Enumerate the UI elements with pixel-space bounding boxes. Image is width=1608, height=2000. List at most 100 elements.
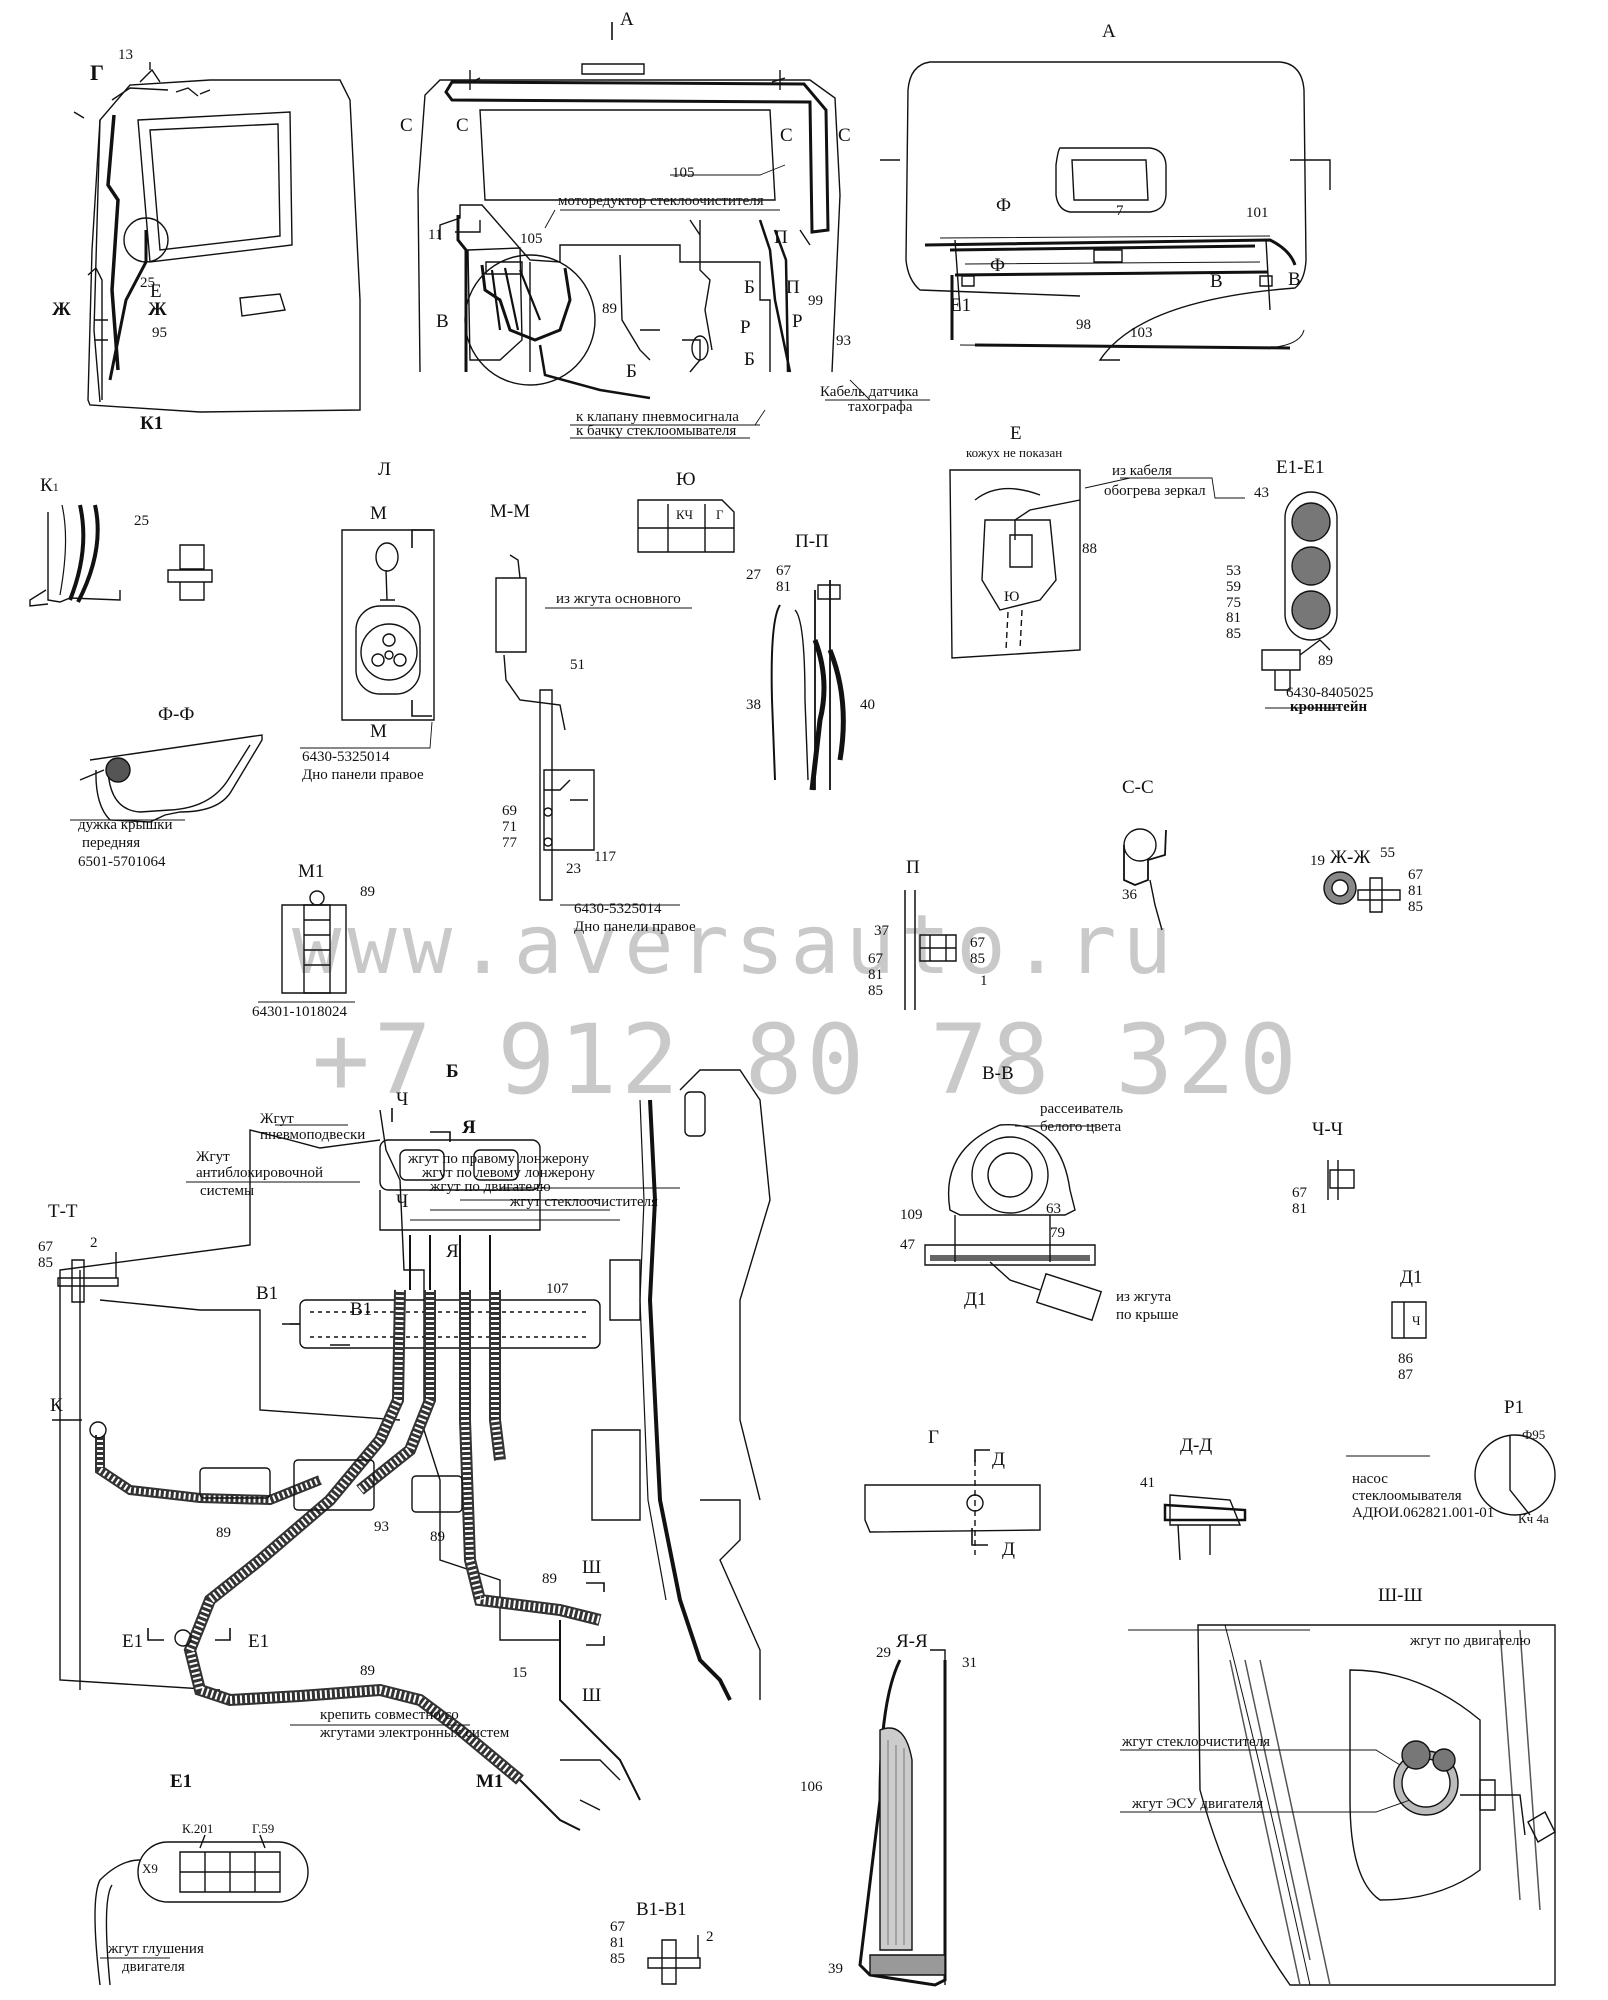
view-title-shsh: Ш-Ш <box>1378 1585 1423 1606</box>
marker-f2: Ф <box>990 255 1006 276</box>
marker-zh-left: Ж <box>52 299 71 320</box>
label-h-pneumo1: Жгут <box>260 1111 294 1127</box>
num-81c: 81 <box>1408 882 1423 899</box>
num-67c: 67 <box>868 951 883 967</box>
section-m1 <box>282 891 346 993</box>
num-99: 99 <box>808 293 823 309</box>
marker-r1: Р <box>740 317 751 338</box>
marker-p1: П <box>774 227 788 248</box>
num-89f: 89 <box>542 1571 557 1587</box>
section-vv <box>925 1125 1101 1321</box>
section-zhzh <box>1324 872 1400 912</box>
num-25a: 25 <box>140 275 155 291</box>
marker-v-rear2: В <box>1288 269 1301 290</box>
section-k1 <box>30 505 212 606</box>
marker-v1b: В1 <box>350 1299 373 1320</box>
marker-m-bottom: М <box>370 721 387 742</box>
marker-ya1: Я <box>462 1117 476 1138</box>
num-group-tt: 67 85 <box>38 1239 53 1272</box>
label-diffuser2: белого цвета <box>1040 1119 1122 1135</box>
view-title-yaya: Я-Я <box>896 1631 928 1652</box>
num-107: 107 <box>546 1281 569 1297</box>
label-lid2: передняя <box>82 835 141 851</box>
label-h-engine: жгут по двигателю <box>430 1179 551 1195</box>
marker-v-rear1: В <box>1210 271 1223 292</box>
num-67e: 67 <box>1292 1185 1307 1201</box>
view-title-e1b: Е1 <box>170 1771 193 1792</box>
num-53: 53 <box>1226 563 1241 579</box>
section-yaya <box>860 1650 945 1985</box>
num-group-e1e1: 53 59 75 81 85 <box>1226 563 1241 643</box>
section-cc <box>1124 829 1166 930</box>
marker-m1-main: М1 <box>476 1771 504 1792</box>
num-87: 87 <box>1398 1366 1413 1383</box>
num-85b: 85 <box>1408 898 1423 915</box>
num-19: 19 <box>1310 853 1325 869</box>
marker-v1a: В1 <box>256 1283 279 1304</box>
view-title-e1e1: Е1-Е1 <box>1276 457 1325 478</box>
num-75: 75 <box>1226 594 1241 611</box>
label-e1-g59: Г.59 <box>252 1821 275 1836</box>
num-89d: 89 <box>216 1525 231 1541</box>
num-93a: 93 <box>836 333 851 349</box>
num-85e: 85 <box>38 1254 53 1271</box>
num-109: 109 <box>900 1207 923 1223</box>
num-81f: 81 <box>610 1934 625 1951</box>
num-group-p-left: 67 81 85 <box>868 951 883 999</box>
section-tt <box>58 1252 118 1302</box>
num-1: 1 <box>980 973 988 989</box>
label-d1-ch: Ч <box>1412 1313 1421 1328</box>
label-sh-esu: жгут ЭСУ двигателя <box>1132 1796 1264 1812</box>
marker-c-right2: С <box>838 125 851 146</box>
num-93b: 93 <box>374 1519 389 1535</box>
section-chch <box>1328 1160 1354 1200</box>
num-group-zhzh: 67 81 85 <box>1408 867 1423 915</box>
num-89e: 89 <box>430 1529 445 1545</box>
label-e1-stop2: двигателя <box>122 1959 185 1975</box>
section-e1e1 <box>1262 492 1337 690</box>
marker-ch2: Ч <box>396 1191 409 1212</box>
watermark-url: www.aversauto.ru <box>292 898 1178 993</box>
num-88: 88 <box>1082 541 1097 557</box>
num-85c: 85 <box>868 982 883 999</box>
num-11: 11 <box>428 227 443 243</box>
label-lid-code: 6501-5701064 <box>78 854 166 870</box>
num-103: 103 <box>1130 325 1153 341</box>
num-39: 39 <box>828 1961 843 1977</box>
num-43: 43 <box>1254 485 1269 501</box>
label-lid1: дужка крышки <box>78 817 173 833</box>
section-d1 <box>1392 1302 1426 1338</box>
marker-c-left2: С <box>456 115 469 136</box>
label-h-pneumo2: пневмоподвески <box>260 1127 366 1143</box>
num-89g: 89 <box>360 1663 375 1679</box>
label-fix1: крепить совместно со <box>320 1707 459 1723</box>
label-h-abs3: системы <box>200 1183 255 1199</box>
view-title-a-top: A <box>620 9 634 30</box>
marker-b-front: Б <box>626 361 637 382</box>
label-panel-code-m: 6430-5325014 <box>574 901 662 917</box>
num-105b: 105 <box>520 231 543 247</box>
num-group-69-77: 69 71 77 <box>502 803 517 851</box>
label-h-abs2: антиблокировочной <box>196 1165 324 1181</box>
label-reductor: моторедуктор стеклоочистителя <box>558 193 764 209</box>
marker-e1-rear: Е1 <box>950 295 972 316</box>
num-2b: 2 <box>706 1929 714 1945</box>
num-71: 71 <box>502 818 517 835</box>
view-title-dd: Д-Д <box>1180 1435 1213 1456</box>
section-ff <box>80 735 262 822</box>
view-title-chch: Ч-Ч <box>1312 1119 1344 1140</box>
label-pump1: насос <box>1352 1471 1388 1487</box>
marker-v-front: В <box>436 311 449 332</box>
num-86: 86 <box>1398 1351 1413 1367</box>
label-h-right: жгут по правому лонжерону <box>408 1151 590 1167</box>
num-85d: 85 <box>970 950 985 967</box>
section-pp <box>772 580 844 790</box>
view-title-l: Л <box>378 459 391 480</box>
num-27: 27 <box>746 567 761 583</box>
section-e <box>950 470 1080 658</box>
section-p <box>905 890 956 1010</box>
marker-e: Е <box>150 281 162 302</box>
section-yu <box>638 500 734 552</box>
num-105a: 105 <box>672 165 695 181</box>
